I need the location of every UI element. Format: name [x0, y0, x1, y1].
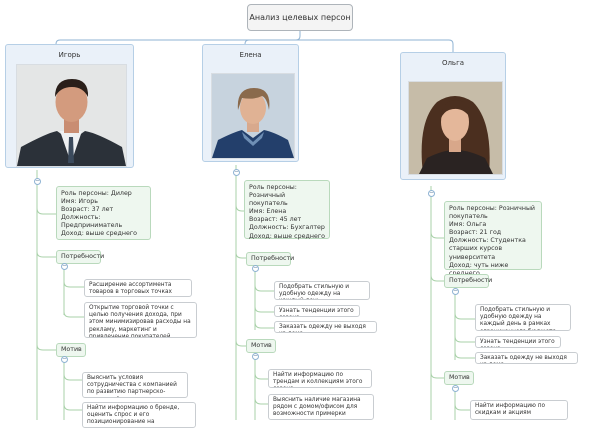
need-item[interactable]: Открытие торговой точки с целью получени…	[84, 302, 197, 338]
motive-item[interactable]: Выяснить условия сотрудничества с компан…	[82, 372, 188, 398]
persona-photo-igor	[16, 64, 127, 167]
collapse-toggle-motive-elena[interactable]: −	[252, 352, 259, 360]
collapse-toggle-needs-elena[interactable]: −	[252, 264, 259, 272]
connector-root-igor	[55, 31, 301, 45]
need-item[interactable]: Расширение ассортимента товаров в торгов…	[84, 279, 192, 297]
persona-photo-olga	[408, 81, 503, 175]
category-motive-igor[interactable]: Мотив	[56, 343, 86, 357]
persona-card-elena[interactable]: Елена	[202, 44, 299, 162]
category-motive-olga[interactable]: Мотив	[444, 371, 474, 385]
category-motive-elena[interactable]: Мотив	[246, 339, 276, 353]
persona-name: Игорь	[58, 51, 81, 59]
motive-item[interactable]: Найти информацию по скидкам и акциям	[470, 400, 568, 420]
persona-info-igor[interactable]: Роль персоны: Дилер Имя: Игорь Возраст: …	[56, 186, 151, 240]
collapse-toggle-elena[interactable]: −	[233, 168, 240, 176]
persona-info-olga[interactable]: Роль персоны: Розничный покупатель Имя: …	[444, 201, 542, 277]
category-needs-olga[interactable]: Потребности	[444, 274, 492, 288]
collapse-toggle-olga[interactable]: −	[428, 189, 435, 197]
need-item[interactable]: Подобрать стильную и удобную одежду на к…	[274, 281, 370, 300]
collapse-toggle-needs-igor[interactable]: −	[61, 262, 68, 270]
need-item[interactable]: Заказать одежду не выходя из дома	[475, 352, 578, 364]
collapse-toggle-motive-igor[interactable]: −	[61, 355, 68, 363]
motive-item[interactable]: Найти информацию по трендам и коллекциям…	[268, 369, 372, 388]
collapse-toggle-needs-olga[interactable]: −	[452, 287, 459, 295]
root-topic[interactable]: Анализ целевых персон	[247, 4, 353, 31]
collapse-toggle-igor[interactable]: −	[34, 177, 41, 185]
persona-name: Елена	[239, 51, 262, 59]
category-needs-elena[interactable]: Потребности	[246, 252, 294, 266]
root-topic-label: Анализ целевых персон	[249, 13, 351, 22]
need-item[interactable]: Узнать тенденции этого сезона	[475, 336, 561, 348]
need-item[interactable]: Узнать тенденции этого сезона	[274, 305, 360, 317]
persona-info-elena[interactable]: Роль персоны: Розничный покупатель Имя: …	[244, 180, 330, 240]
persona-card-igor[interactable]: Игорь	[5, 44, 134, 168]
connector-root-olga	[300, 39, 454, 52]
persona-photo-elena	[211, 73, 295, 159]
need-item[interactable]: Заказать одежду не выходя из дома	[274, 321, 377, 333]
persona-card-olga[interactable]: Ольга	[400, 52, 506, 180]
need-item[interactable]: Подобрать стильную и удобную одежду на к…	[475, 304, 571, 331]
persona-name: Ольга	[441, 59, 465, 67]
category-needs-igor[interactable]: Потребности	[56, 250, 104, 264]
motive-item[interactable]: Выяснить наличие магазина рядом с домом/…	[268, 394, 374, 420]
collapse-toggle-motive-olga[interactable]: −	[452, 384, 459, 392]
motive-item[interactable]: Найти информацию о бренде, оценить спрос…	[82, 402, 196, 428]
